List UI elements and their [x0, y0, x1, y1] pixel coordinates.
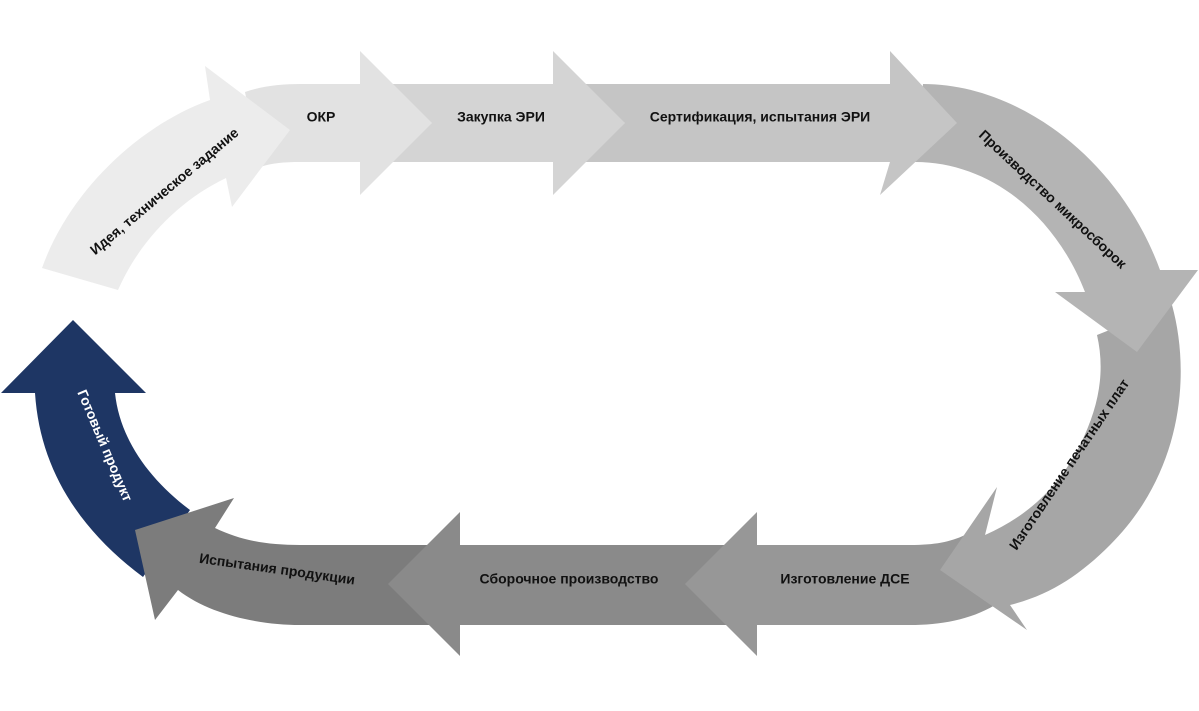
stage-arrow-product-testing: [135, 498, 458, 625]
stage-arrow-finished-product: [1, 320, 190, 577]
label-parts-manufacturing: Изготовление ДСЕ: [780, 571, 909, 587]
stage-arrow-eri-certification: [553, 51, 957, 195]
label-eri-certification: Сертификация, испытания ЭРИ: [650, 109, 870, 125]
label-okr: ОКР: [307, 109, 336, 125]
stage-arrow-parts-manufacturing: [685, 512, 995, 656]
stage-arrow-okr: [245, 51, 432, 195]
stage-arrow-idea: [42, 66, 290, 290]
label-eri-procurement: Закупка ЭРИ: [457, 109, 545, 125]
stage-arrow-pcb-manufacturing: [940, 305, 1181, 630]
label-assembly: Сборочное производство: [480, 571, 659, 587]
stage-arrow-eri-procurement: [360, 51, 625, 195]
stage-arrow-assembly: [388, 512, 757, 656]
stage-arrow-microassembly: [915, 84, 1198, 352]
